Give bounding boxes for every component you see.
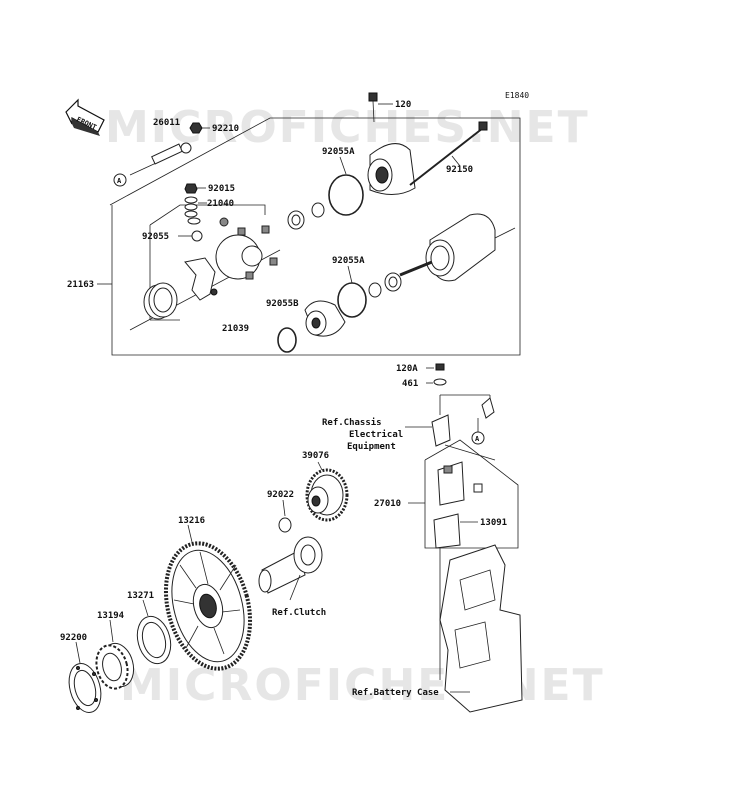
label-21039: 21039	[222, 324, 249, 334]
callout-a-circle-left	[113, 173, 127, 187]
label-120: 120	[395, 100, 411, 110]
one-way-clutch-13194	[95, 619, 135, 690]
label-92055a-top: 92055A	[322, 147, 355, 157]
terminal-bolt-26011: A	[113, 142, 192, 187]
label-92055a-mid: 92055A	[332, 256, 365, 266]
starter-housing-front	[367, 143, 416, 195]
washer-stack-92015	[178, 183, 207, 242]
label-27010: 27010	[374, 499, 401, 509]
label-92055b: 92055B	[266, 299, 299, 309]
battery-case	[439, 544, 523, 713]
callout-a-right: A	[475, 435, 480, 443]
nut-92210	[189, 122, 210, 134]
gasket-92200	[68, 641, 102, 713]
watermark-bottom: MICROFICHES.NET	[120, 660, 605, 711]
idle-gear-39076	[305, 461, 349, 522]
label-39076: 39076	[302, 451, 329, 461]
label-461: 461	[402, 379, 418, 389]
ref-chassis-line3: Equipment	[347, 441, 396, 452]
starter-motor-body	[399, 213, 516, 282]
label-92015: 92015	[208, 184, 235, 194]
label-13271: 13271	[127, 591, 154, 601]
bearing-front	[287, 202, 325, 230]
relay-box-27010	[408, 439, 519, 549]
label-13216: 13216	[178, 516, 205, 526]
label-92022: 92022	[267, 490, 294, 500]
label-21040: 21040	[207, 199, 234, 209]
end-cover	[143, 282, 178, 320]
starter-clutch-gear-13216	[163, 524, 253, 671]
ref-battery-case: Ref.Battery Case	[352, 688, 439, 698]
bolt-120a	[426, 363, 447, 386]
label-13194: 13194	[97, 611, 125, 621]
bolt-120	[368, 92, 393, 123]
label-92210: 92210	[212, 124, 239, 134]
brush-plate	[184, 217, 278, 301]
rear-cover	[277, 300, 346, 353]
label-92055: 92055	[142, 232, 169, 242]
label-13091: 13091	[480, 518, 507, 528]
o-ring-92055a-top	[328, 174, 364, 216]
o-ring-92055a-mid	[337, 272, 402, 318]
label-21163: 21163	[67, 280, 94, 290]
label-120a: 120A	[396, 364, 418, 374]
clutch-sleeve	[258, 536, 323, 601]
label-92150: 92150	[446, 165, 473, 175]
callout-a-left: A	[117, 177, 122, 185]
front-arrow-icon: FRONT	[65, 98, 105, 136]
diagram-code: E1840	[505, 91, 529, 100]
starter-assembly-frame	[109, 117, 521, 356]
label-92200: 92200	[60, 633, 87, 643]
ref-clutch: Ref.Clutch	[272, 608, 326, 618]
label-26011: 26011	[153, 118, 180, 128]
ref-chassis-line1: Ref.Chassis	[322, 417, 382, 428]
ref-chassis-line2: Electrical	[349, 429, 403, 440]
through-bolt-92150	[409, 121, 488, 186]
plate-13271	[136, 599, 172, 665]
relay-wiring: A	[405, 394, 496, 461]
washer-92022	[278, 499, 292, 533]
